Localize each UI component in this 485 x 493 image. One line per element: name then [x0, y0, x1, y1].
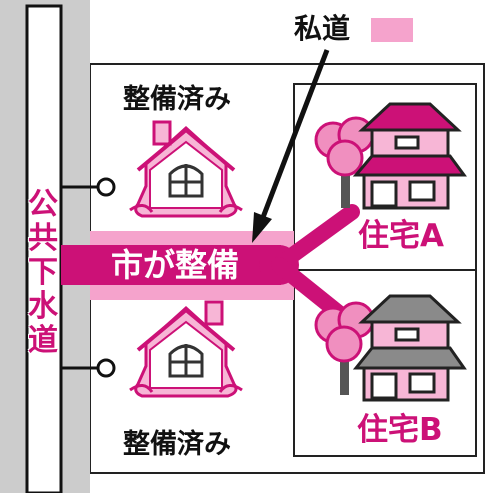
house-b-label: 住宅B [357, 412, 443, 448]
branch-to-house-a [271, 204, 360, 273]
maintained-label-bottom: 整備済み [123, 429, 231, 460]
house-icon-house-b [352, 294, 467, 402]
public-sewer-label: 公 共 下 水 道 [24, 188, 62, 358]
pointer-arrow-head [252, 212, 272, 243]
tree-icon-house-b [314, 301, 375, 395]
city-maintained-label: 市が整備 [111, 246, 240, 284]
public-sewer-char: 道 [28, 323, 58, 358]
tree-icon-house-a [314, 116, 375, 208]
house-a-label: 住宅A [358, 218, 444, 254]
house-icon-maintained-bottom [129, 300, 243, 398]
public-sewer-char: 共 [28, 221, 58, 256]
house-icon-maintained-top [129, 120, 243, 218]
pointer-arrow-line [259, 49, 330, 221]
private-road-label: 私道 [294, 12, 351, 45]
city-pipe [61, 245, 281, 285]
maintained-label-top: 整備済み [123, 84, 231, 115]
public-sewer-char: 水 [28, 289, 58, 324]
connection-top-node [96, 177, 116, 197]
public-sewer-char: 公 [28, 187, 58, 222]
connection-bottom-node [96, 358, 116, 378]
lot-house-b [293, 269, 477, 457]
house-icon-house-a [352, 102, 467, 210]
private-road-legend-swatch [371, 18, 413, 42]
public-sewer-char: 下 [28, 255, 58, 290]
